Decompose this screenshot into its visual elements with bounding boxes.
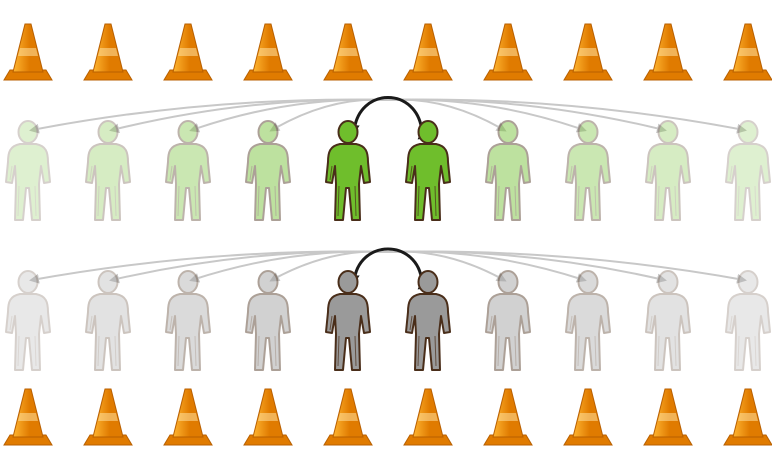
double-arrow-icon bbox=[349, 247, 428, 290]
traffic-cone-icon bbox=[83, 388, 133, 446]
traffic-cone-icon bbox=[403, 388, 453, 446]
arrow-icon bbox=[269, 250, 389, 282]
green-row-arrows bbox=[29, 96, 747, 140]
traffic-cone-icon bbox=[723, 23, 772, 81]
traffic-cone-icon bbox=[243, 388, 293, 446]
person-icon bbox=[5, 270, 51, 371]
person-icon bbox=[245, 120, 291, 221]
arrow-icon bbox=[387, 250, 747, 284]
bottom-cones bbox=[3, 388, 772, 446]
traffic-cone-icon bbox=[723, 388, 772, 446]
traffic-cone-icon bbox=[163, 23, 213, 81]
person-icon bbox=[485, 270, 531, 371]
person-icon bbox=[565, 270, 611, 371]
person-icon bbox=[725, 270, 771, 371]
traffic-cone-icon bbox=[3, 388, 53, 446]
person-icon bbox=[645, 270, 691, 371]
traffic-cone-icon bbox=[323, 388, 373, 446]
traffic-cone-icon bbox=[243, 23, 293, 81]
person-icon bbox=[245, 270, 291, 371]
person-icon bbox=[85, 120, 131, 221]
person-icon bbox=[645, 120, 691, 221]
arrow-icon bbox=[387, 98, 747, 134]
cones-layer bbox=[3, 23, 772, 446]
double-arrow-icon bbox=[349, 96, 428, 140]
person-icon bbox=[325, 120, 371, 221]
traffic-cone-icon bbox=[483, 388, 533, 446]
person-icon bbox=[485, 120, 531, 221]
gray-row-arrows bbox=[29, 247, 747, 290]
arrows-layer bbox=[29, 96, 747, 290]
traffic-cone-icon bbox=[83, 23, 133, 81]
person-icon bbox=[565, 120, 611, 221]
person-icon bbox=[165, 270, 211, 371]
traffic-cone-icon bbox=[483, 23, 533, 81]
top-cones bbox=[3, 23, 772, 81]
person-icon bbox=[405, 120, 451, 221]
person-icon bbox=[165, 120, 211, 221]
traffic-cone-icon bbox=[643, 23, 693, 81]
traffic-cone-icon bbox=[403, 23, 453, 81]
person-icon bbox=[85, 270, 131, 371]
traffic-cone-icon bbox=[3, 23, 53, 81]
traffic-cone-icon bbox=[563, 23, 613, 81]
traffic-cone-icon bbox=[323, 23, 373, 81]
green-row bbox=[5, 120, 771, 221]
person-icon bbox=[5, 120, 51, 221]
person-icon bbox=[405, 270, 451, 371]
people-layer bbox=[5, 120, 771, 371]
traffic-cone-icon bbox=[643, 388, 693, 446]
arrow-icon bbox=[387, 250, 507, 282]
person-icon bbox=[725, 120, 771, 221]
traffic-cone-icon bbox=[563, 388, 613, 446]
gray-row bbox=[5, 270, 771, 371]
person-icon bbox=[325, 270, 371, 371]
traffic-cone-icon bbox=[163, 388, 213, 446]
